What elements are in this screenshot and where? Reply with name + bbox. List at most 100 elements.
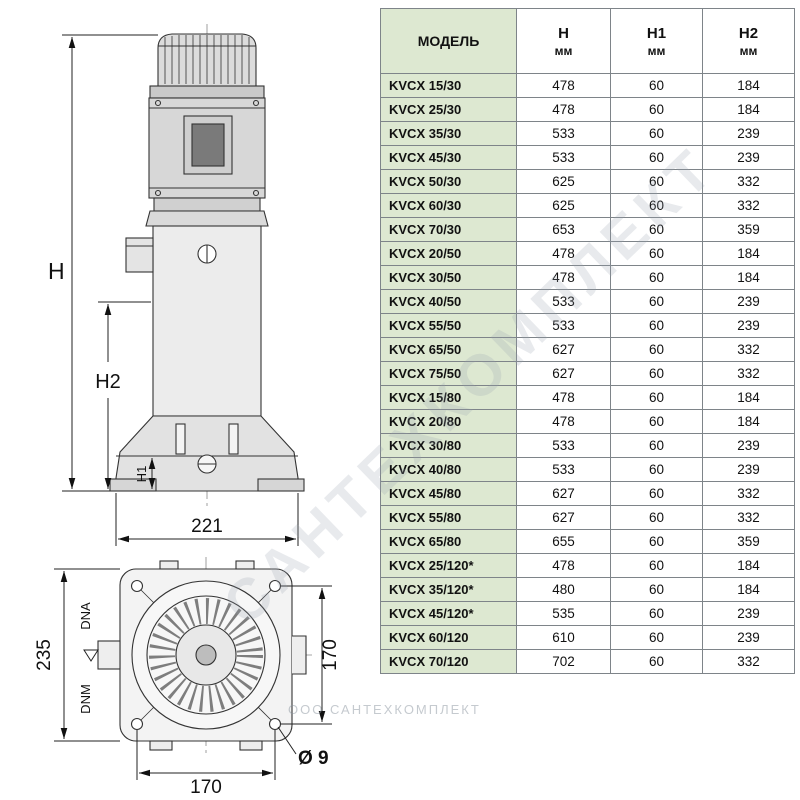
model-cell: KVCX 20/80 — [380, 409, 517, 434]
dimension-cell: 60 — [610, 505, 703, 530]
model-cell: KVCX 15/80 — [380, 385, 517, 410]
column-header-h1-unit: мм — [647, 43, 666, 58]
dimension-cell: 184 — [702, 553, 795, 578]
dimension-cell: 239 — [702, 313, 795, 338]
dimension-cell: 60 — [610, 577, 703, 602]
dimension-cell: 184 — [702, 241, 795, 266]
dimension-cell: 184 — [702, 73, 795, 98]
pump-front-view — [109, 24, 305, 506]
dimension-cell: 332 — [702, 481, 795, 506]
dimension-cell: 239 — [702, 121, 795, 146]
dimension-cell: 60 — [610, 433, 703, 458]
dimension-cell: 478 — [516, 265, 611, 290]
model-cell: KVCX 55/80 — [380, 505, 517, 530]
dimension-cell: 533 — [516, 457, 611, 482]
dimension-cell: 332 — [702, 361, 795, 386]
dimension-cell: 359 — [702, 529, 795, 554]
model-cell: KVCX 75/50 — [380, 361, 517, 386]
dim-label-depth-235: 235 — [34, 639, 55, 671]
dimension-cell: 60 — [610, 601, 703, 626]
column-header-h-title: H — [558, 24, 569, 42]
dimension-cell: 627 — [516, 361, 611, 386]
dimension-cell: 533 — [516, 121, 611, 146]
bolt-hole — [268, 717, 282, 731]
dimension-cell: 533 — [516, 313, 611, 338]
model-cell: KVCX 35/30 — [380, 121, 517, 146]
discharge-port — [292, 635, 307, 675]
dimension-cell: 60 — [610, 313, 703, 338]
dimension-cell: 60 — [610, 625, 703, 650]
model-cell: KVCX 55/50 — [380, 313, 517, 338]
dimension-cell: 60 — [610, 145, 703, 170]
dimension-cell: 625 — [516, 193, 611, 218]
dimension-cell: 478 — [516, 97, 611, 122]
dimension-cell: 533 — [516, 433, 611, 458]
plan-dimensions — [54, 568, 332, 780]
model-cell: KVCX 65/80 — [380, 529, 517, 554]
model-cell: KVCX 25/120* — [380, 553, 517, 578]
column-header-h-unit: мм — [554, 43, 573, 58]
dimension-cell: 332 — [702, 649, 795, 674]
table-header-row: МОДЕЛЬ H мм H1 мм H2 мм — [380, 8, 795, 74]
dimension-cell: 60 — [610, 553, 703, 578]
dimension-cell: 60 — [610, 265, 703, 290]
model-cell: KVCX 30/50 — [380, 265, 517, 290]
dimension-cell: 239 — [702, 625, 795, 650]
motor-collar — [149, 85, 265, 99]
dimension-cell: 478 — [516, 385, 611, 410]
dimension-cell: 60 — [610, 361, 703, 386]
dim-label-bottom-170: 170 — [190, 777, 222, 798]
elevation-dimension-labels: H H2 H1 221 — [48, 258, 223, 537]
dimension-cell: 60 — [610, 169, 703, 194]
model-cell: KVCX 45/30 — [380, 145, 517, 170]
model-cell: KVCX 65/50 — [380, 337, 517, 362]
dimension-cell: 239 — [702, 289, 795, 314]
pump-top-view — [97, 557, 312, 753]
dimension-cell: 332 — [702, 337, 795, 362]
drawing-pane: H H2 H1 221 — [0, 0, 378, 800]
dimension-cell: 239 — [702, 433, 795, 458]
bolt-hole — [130, 717, 144, 731]
dimension-cell: 184 — [702, 97, 795, 122]
dimension-cell: 60 — [610, 529, 703, 554]
dim-label-h1: H1 — [134, 466, 149, 483]
dimension-cell: 239 — [702, 145, 795, 170]
dimension-cell: 60 — [610, 217, 703, 242]
fan-cover-ribs — [164, 35, 250, 84]
column-header-model: МОДЕЛЬ — [380, 8, 517, 74]
dimension-cell: 60 — [610, 289, 703, 314]
model-cell: KVCX 45/80 — [380, 481, 517, 506]
model-cell: KVCX 70/30 — [380, 217, 517, 242]
dimension-cell: 627 — [516, 337, 611, 362]
dimension-cell: 60 — [610, 121, 703, 146]
dimension-cell: 702 — [516, 649, 611, 674]
model-cell: KVCX 40/80 — [380, 457, 517, 482]
bolt-hole — [130, 579, 144, 593]
dimension-cell: 627 — [516, 505, 611, 530]
dimension-cell: 60 — [610, 97, 703, 122]
model-cell: KVCX 50/30 — [380, 169, 517, 194]
dimension-cell: 627 — [516, 481, 611, 506]
side-port — [125, 237, 154, 273]
motor-lantern — [153, 197, 261, 212]
dimension-cell: 332 — [702, 505, 795, 530]
plan-dimension-labels: 235 DNA DNM 170 170 Ø 9 — [34, 602, 341, 798]
